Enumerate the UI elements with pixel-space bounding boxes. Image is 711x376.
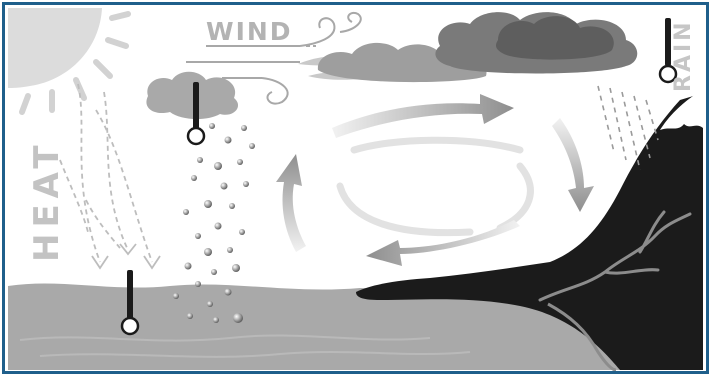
rain-label: RAIN [671,19,696,92]
cloud-icon [146,72,238,119]
wind-label: WIND [206,17,293,46]
heat-label: HEAT [27,139,67,262]
